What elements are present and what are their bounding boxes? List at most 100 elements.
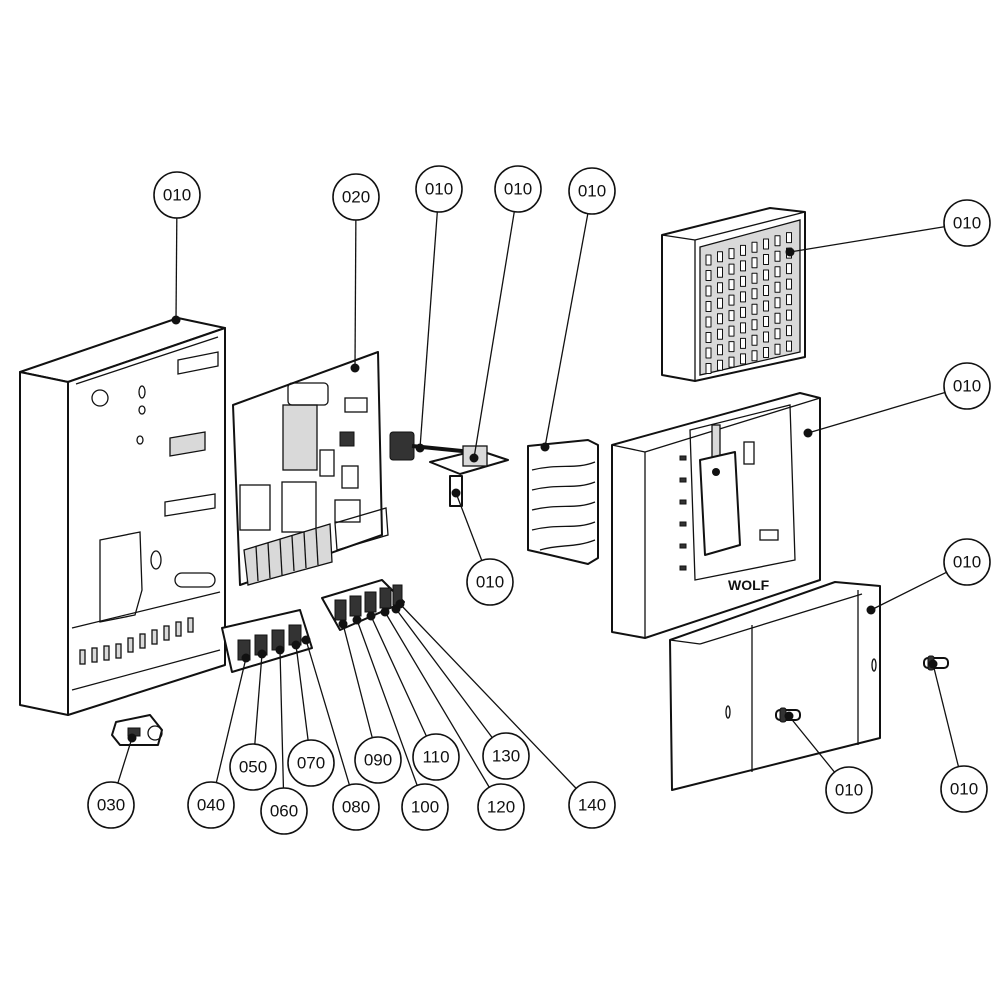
leader-line-c-term-110 — [370, 615, 427, 737]
display-segment — [786, 309, 792, 321]
display-segment — [763, 254, 769, 265]
leader-line-c-light-guide — [544, 213, 589, 448]
callout-label: 060 — [270, 802, 298, 821]
callout-label: 090 — [364, 751, 392, 770]
callout-c-housing-base: 010 — [153, 171, 201, 219]
display-segment — [728, 341, 735, 353]
display-segment — [751, 319, 758, 331]
callout-c-light-guide: 010 — [568, 167, 616, 215]
callout-c-cable-clip: 030 — [87, 781, 135, 829]
callout-circle — [153, 171, 201, 219]
leader-line-c-screw-cover — [788, 715, 836, 773]
callout-c-terminal-cover: 010 — [943, 538, 991, 586]
display-segment — [751, 241, 758, 253]
display-segment — [774, 250, 781, 262]
leader-anchor-c-screw-loose — [928, 659, 938, 669]
callout-c-display-panel: 010 — [943, 199, 991, 247]
callout-circle — [287, 739, 335, 787]
callout-c-term-080: 080 — [332, 783, 380, 831]
display-segment — [728, 310, 735, 322]
callout-c-pcb: 020 — [332, 173, 380, 221]
leader-anchor-c-term-090 — [338, 619, 348, 629]
leader-anchor-c-cable-clip — [127, 733, 137, 743]
leader-anchor-c-screw-cover — [784, 711, 794, 721]
leader-line-c-ribbon-cable — [419, 211, 438, 449]
callout-circle — [260, 787, 308, 835]
display-segment — [763, 316, 769, 327]
display-segment — [717, 282, 723, 294]
leader-line-c-term-140 — [399, 603, 577, 789]
display-segment — [751, 334, 758, 346]
callout-c-sensor-bracket: 010 — [494, 165, 542, 213]
leader-line-c-term-120 — [384, 611, 490, 788]
light-guide — [527, 439, 599, 565]
leader-line-c-terminal-cover — [870, 571, 947, 611]
callout-c-term-140: 140 — [568, 781, 616, 829]
callout-c-screw-loose: 010 — [940, 765, 988, 813]
display-segment — [751, 272, 758, 284]
display-segment — [740, 275, 746, 287]
callout-circle — [568, 781, 616, 829]
display-segment — [717, 359, 723, 371]
callout-label: 010 — [476, 573, 504, 592]
callout-circle — [940, 765, 988, 813]
display-segment — [786, 325, 792, 337]
leader-line-c-front-cover — [807, 391, 946, 434]
pcb-pin-header — [243, 523, 333, 586]
display-segment — [786, 263, 792, 275]
display-segment — [717, 266, 723, 278]
callout-label: 010 — [578, 182, 606, 201]
display-segment — [751, 257, 758, 269]
callout-label: 010 — [950, 780, 978, 799]
callout-label: 010 — [953, 553, 981, 572]
display-segment — [717, 313, 723, 325]
display-segment — [705, 285, 712, 297]
leader-anchor-c-terminal-cover — [866, 605, 876, 615]
leader-lines — [117, 211, 960, 789]
display-segment — [740, 244, 746, 256]
display-segment — [763, 269, 769, 281]
leader-line-c-term-060 — [279, 649, 285, 789]
display-segment — [728, 294, 735, 306]
callout-circle — [332, 173, 380, 221]
display-segment — [774, 328, 781, 340]
leader-anchor-c-term-070 — [291, 640, 301, 650]
callout-label: 110 — [422, 748, 449, 767]
callout-label: 010 — [504, 180, 532, 199]
leader-anchor-c-term-080 — [301, 635, 311, 645]
display-segment — [763, 347, 769, 358]
callout-c-term-100: 100 — [401, 783, 449, 831]
callout-c-term-130: 130 — [482, 732, 530, 780]
callout-circle — [412, 733, 460, 781]
callout-c-term-040: 040 — [187, 781, 235, 829]
callout-label: 010 — [835, 781, 863, 800]
callout-label: 010 — [425, 180, 453, 199]
display-segment — [728, 325, 735, 337]
leader-line-c-term-040 — [215, 657, 247, 783]
leader-anchor-c-term-120 — [380, 607, 390, 617]
callout-c-term-110: 110 — [412, 733, 460, 781]
display-segment — [717, 344, 723, 356]
display-segment — [786, 294, 792, 306]
callout-circle — [943, 362, 991, 410]
display-segment — [740, 306, 746, 318]
housing-base — [19, 317, 226, 716]
display-segment — [763, 238, 769, 250]
display-segment — [786, 232, 792, 244]
callout-c-screw-cover: 010 — [825, 766, 873, 814]
display-segment — [763, 285, 769, 296]
display-segment — [728, 248, 735, 260]
leader-anchor-c-pcb — [350, 363, 360, 373]
display-segment — [774, 297, 781, 309]
display-segment — [705, 332, 712, 343]
leader-line-c-sensor-bracket — [473, 211, 515, 459]
callout-c-ribbon-cable: 010 — [415, 165, 463, 213]
sensor-bracket — [429, 445, 509, 507]
leader-line-c-screw-loose — [932, 663, 960, 767]
terminal-cover — [669, 581, 881, 791]
leader-anchor-c-term-110 — [366, 611, 376, 621]
display-segment — [774, 281, 781, 293]
